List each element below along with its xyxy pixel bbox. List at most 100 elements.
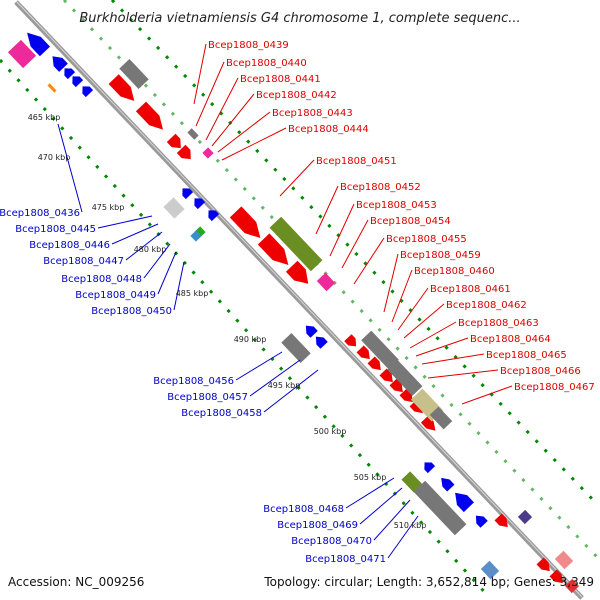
reverse-gene-arrow[interactable] [312, 333, 328, 349]
reverse-gene-arrow[interactable] [191, 195, 206, 210]
forward-gene-arrow[interactable] [166, 133, 185, 152]
forward-gene-label[interactable]: Bcep1808_0443 [272, 108, 353, 119]
forward-gene-arrow[interactable] [367, 356, 385, 373]
forward-gene-label[interactable]: Bcep1808_0439 [208, 40, 289, 51]
forward-gene-label[interactable]: Bcep1808_0461 [430, 284, 511, 295]
forward-gene-arrow[interactable] [356, 345, 374, 362]
forward-gene-arrow[interactable] [549, 569, 567, 586]
forward-gene-label[interactable]: Bcep1808_0465 [486, 350, 567, 361]
forward-gene-label[interactable]: Bcep1808_0464 [470, 334, 551, 345]
reverse-gene-label[interactable]: Bcep1808_0469 [277, 520, 358, 531]
forward-gene-arrow[interactable] [176, 144, 195, 163]
forward-gene-label[interactable]: Bcep1808_0454 [370, 216, 451, 227]
forward-gene-label[interactable]: Bcep1808_0455 [386, 234, 467, 245]
forward-gene-arrow[interactable] [494, 513, 512, 530]
forward-gene-arrow[interactable] [135, 101, 168, 135]
reverse-gene-label[interactable]: Bcep1808_0458 [181, 408, 262, 419]
reverse-gene-label[interactable]: Bcep1808_0445 [15, 224, 96, 235]
forward-gene-arrow[interactable] [420, 415, 439, 434]
reverse-gene-arrow[interactable] [22, 28, 51, 57]
reverse-gene-label[interactable]: Bcep1808_0447 [43, 256, 124, 267]
reverse-label-leader [249, 359, 301, 397]
forward-label-leader [403, 303, 445, 339]
reverse-gene-label[interactable]: Bcep1808_0468 [263, 504, 344, 515]
reverse-gene-arrow[interactable] [450, 488, 474, 513]
scale-tick-label: 465 kbp [28, 113, 61, 122]
reverse-gene-arrow[interactable] [421, 459, 436, 474]
forward-label-leader [427, 369, 499, 379]
red-feature-block[interactable] [564, 578, 580, 594]
magenta-feature-block[interactable] [202, 147, 214, 159]
forward-gene-label[interactable]: Bcep1808_0463 [458, 318, 539, 329]
reverse-gene-label[interactable]: Bcep1808_0457 [167, 392, 248, 403]
forward-gene-arrow[interactable] [285, 260, 314, 289]
gray-feature-block[interactable] [119, 59, 149, 89]
reverse-gene-arrow[interactable] [205, 207, 220, 222]
reverse-gene-arrow[interactable] [61, 65, 76, 80]
reverse-gene-arrow[interactable] [179, 185, 194, 200]
reverse-gene-label[interactable]: Bcep1808_0470 [291, 536, 372, 547]
forward-label-leader [211, 93, 255, 147]
reverse-gene-label[interactable]: Bcep1808_0448 [61, 274, 142, 285]
forward-label-leader [329, 203, 355, 257]
forward-gene-label[interactable]: Bcep1808_0452 [340, 182, 421, 193]
gray-feature-block[interactable] [387, 360, 423, 396]
forward-label-leader [409, 321, 457, 349]
forward-gene-arrow[interactable] [257, 233, 294, 270]
forward-label-leader [205, 77, 239, 141]
gene-labels: Bcep1808_0439Bcep1808_0440Bcep1808_0441B… [0, 40, 595, 565]
outer-forward-dotted-track [110, 0, 600, 507]
gray-feature-block[interactable] [187, 128, 199, 140]
gray-feature-block[interactable] [281, 333, 311, 363]
olive-feature-block[interactable] [269, 216, 323, 272]
forward-gene-arrow[interactable] [344, 334, 360, 350]
magenta-feature-block[interactable] [316, 272, 336, 292]
forward-gene-label[interactable]: Bcep1808_0441 [240, 74, 321, 85]
olive-feature-block[interactable] [401, 471, 423, 493]
reverse-gene-label[interactable]: Bcep1808_0456 [153, 376, 234, 387]
reverse-gene-arrow[interactable] [302, 322, 318, 338]
forward-gene-label[interactable]: Bcep1808_0462 [446, 300, 527, 311]
magenta-feature-block[interactable] [7, 39, 37, 69]
reverse-gene-arrow[interactable] [48, 52, 68, 72]
forward-gene-label[interactable]: Bcep1808_0467 [514, 382, 595, 393]
forward-gene-label[interactable]: Bcep1808_0460 [414, 266, 495, 277]
genome-backbone-highlight [15, 0, 583, 598]
reverse-gene-arrow[interactable] [69, 73, 84, 88]
blue-gray-feature-block[interactable] [480, 560, 500, 580]
gene-features [7, 28, 580, 594]
scale-tick-label: 485 kbp [176, 289, 209, 298]
forward-gene-label[interactable]: Bcep1808_0466 [500, 366, 581, 377]
light-gray-feature-block[interactable] [163, 197, 185, 219]
reverse-gene-arrow[interactable] [472, 512, 488, 528]
forward-gene-label[interactable]: Bcep1808_0451 [316, 156, 397, 167]
forward-gene-label[interactable]: Bcep1808_0453 [356, 200, 437, 211]
reverse-gene-arrow[interactable] [438, 474, 455, 492]
scale-tick-label: 480 kbp [134, 245, 167, 254]
genome-backbone [14, 0, 584, 600]
forward-gene-label[interactable]: Bcep1808_0459 [400, 250, 481, 261]
gray-feature-block[interactable] [429, 406, 453, 430]
forward-gene-arrow[interactable] [536, 557, 554, 574]
reverse-gene-label[interactable]: Bcep1808_0449 [75, 290, 156, 301]
reverse-gene-label[interactable]: Bcep1808_0450 [91, 306, 172, 317]
forward-gene-arrow[interactable] [379, 368, 397, 385]
reverse-gene-label[interactable]: Bcep1808_0436 [0, 208, 80, 219]
reverse-gene-arrow[interactable] [79, 83, 94, 98]
reverse-gene-label[interactable]: Bcep1808_0446 [29, 240, 110, 251]
orange-feature-block[interactable] [47, 83, 57, 93]
gray-feature-block[interactable] [413, 480, 467, 536]
pink-feature-block[interactable] [554, 550, 574, 570]
forward-gene-label[interactable]: Bcep1808_0440 [226, 58, 307, 69]
forward-gene-arrow[interactable] [108, 74, 140, 105]
purple-feature-block[interactable] [517, 509, 533, 525]
reverse-gene-label[interactable]: Bcep1808_0471 [305, 554, 386, 565]
forward-gene-label[interactable]: Bcep1808_0442 [256, 90, 337, 101]
scale-tick-label: 505 kbp [354, 473, 387, 482]
forward-label-leader [397, 287, 429, 331]
blue-feature-block[interactable] [190, 230, 202, 242]
forward-gene-label[interactable]: Bcep1808_0444 [288, 124, 369, 135]
gray-feature-block[interactable] [361, 330, 399, 370]
forward-gene-arrow[interactable] [229, 206, 266, 243]
